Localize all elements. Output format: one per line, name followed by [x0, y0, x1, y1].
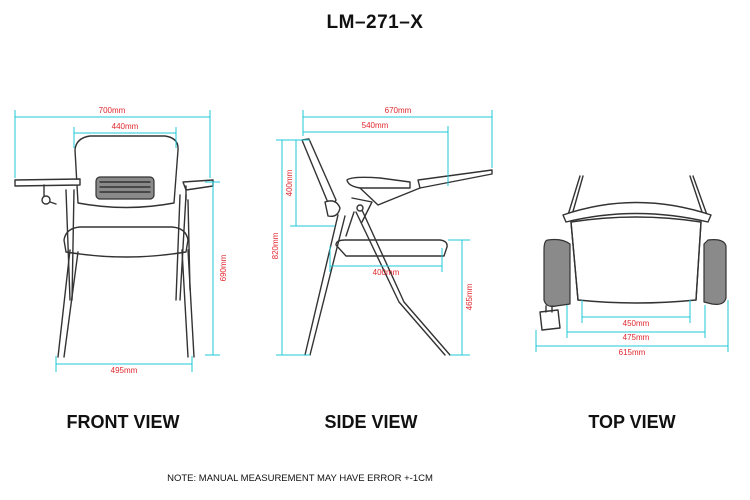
side-dimension-lines	[276, 110, 493, 356]
dim-side-seat-height: 465mm	[465, 283, 474, 310]
front-view-chair	[14, 135, 214, 358]
dim-side-overall-depth: 670mm	[385, 106, 412, 115]
side-view-label: SIDE VIEW	[324, 412, 418, 432]
top-view-label: TOP VIEW	[588, 412, 676, 432]
dim-top-overall-width: 615mm	[619, 348, 646, 357]
front-view-label: FRONT VIEW	[66, 412, 180, 432]
dim-front-back-width: 440mm	[112, 122, 139, 131]
dim-front-overall-width: 700mm	[99, 106, 126, 115]
dim-side-seat-depth: 400mm	[373, 268, 400, 277]
top-dimension-lines	[535, 300, 729, 352]
dim-front-height: 690mm	[219, 254, 228, 281]
dim-top-mid-width: 475mm	[623, 333, 650, 342]
dim-top-inner-width: 450mm	[623, 319, 650, 328]
dim-front-base-width: 495mm	[111, 366, 138, 375]
dim-side-overall-height: 820mm	[271, 232, 280, 259]
model-title: LM–271–X	[326, 12, 424, 33]
measurement-note: NOTE: MANUAL MEASUREMENT MAY HAVE ERROR …	[167, 473, 433, 484]
top-view-chair	[539, 175, 727, 331]
side-view-chair	[301, 138, 493, 356]
dim-side-depth: 540mm	[362, 121, 389, 130]
dim-side-back-height: 400mm	[285, 169, 294, 196]
front-dimension-lines	[14, 110, 220, 372]
